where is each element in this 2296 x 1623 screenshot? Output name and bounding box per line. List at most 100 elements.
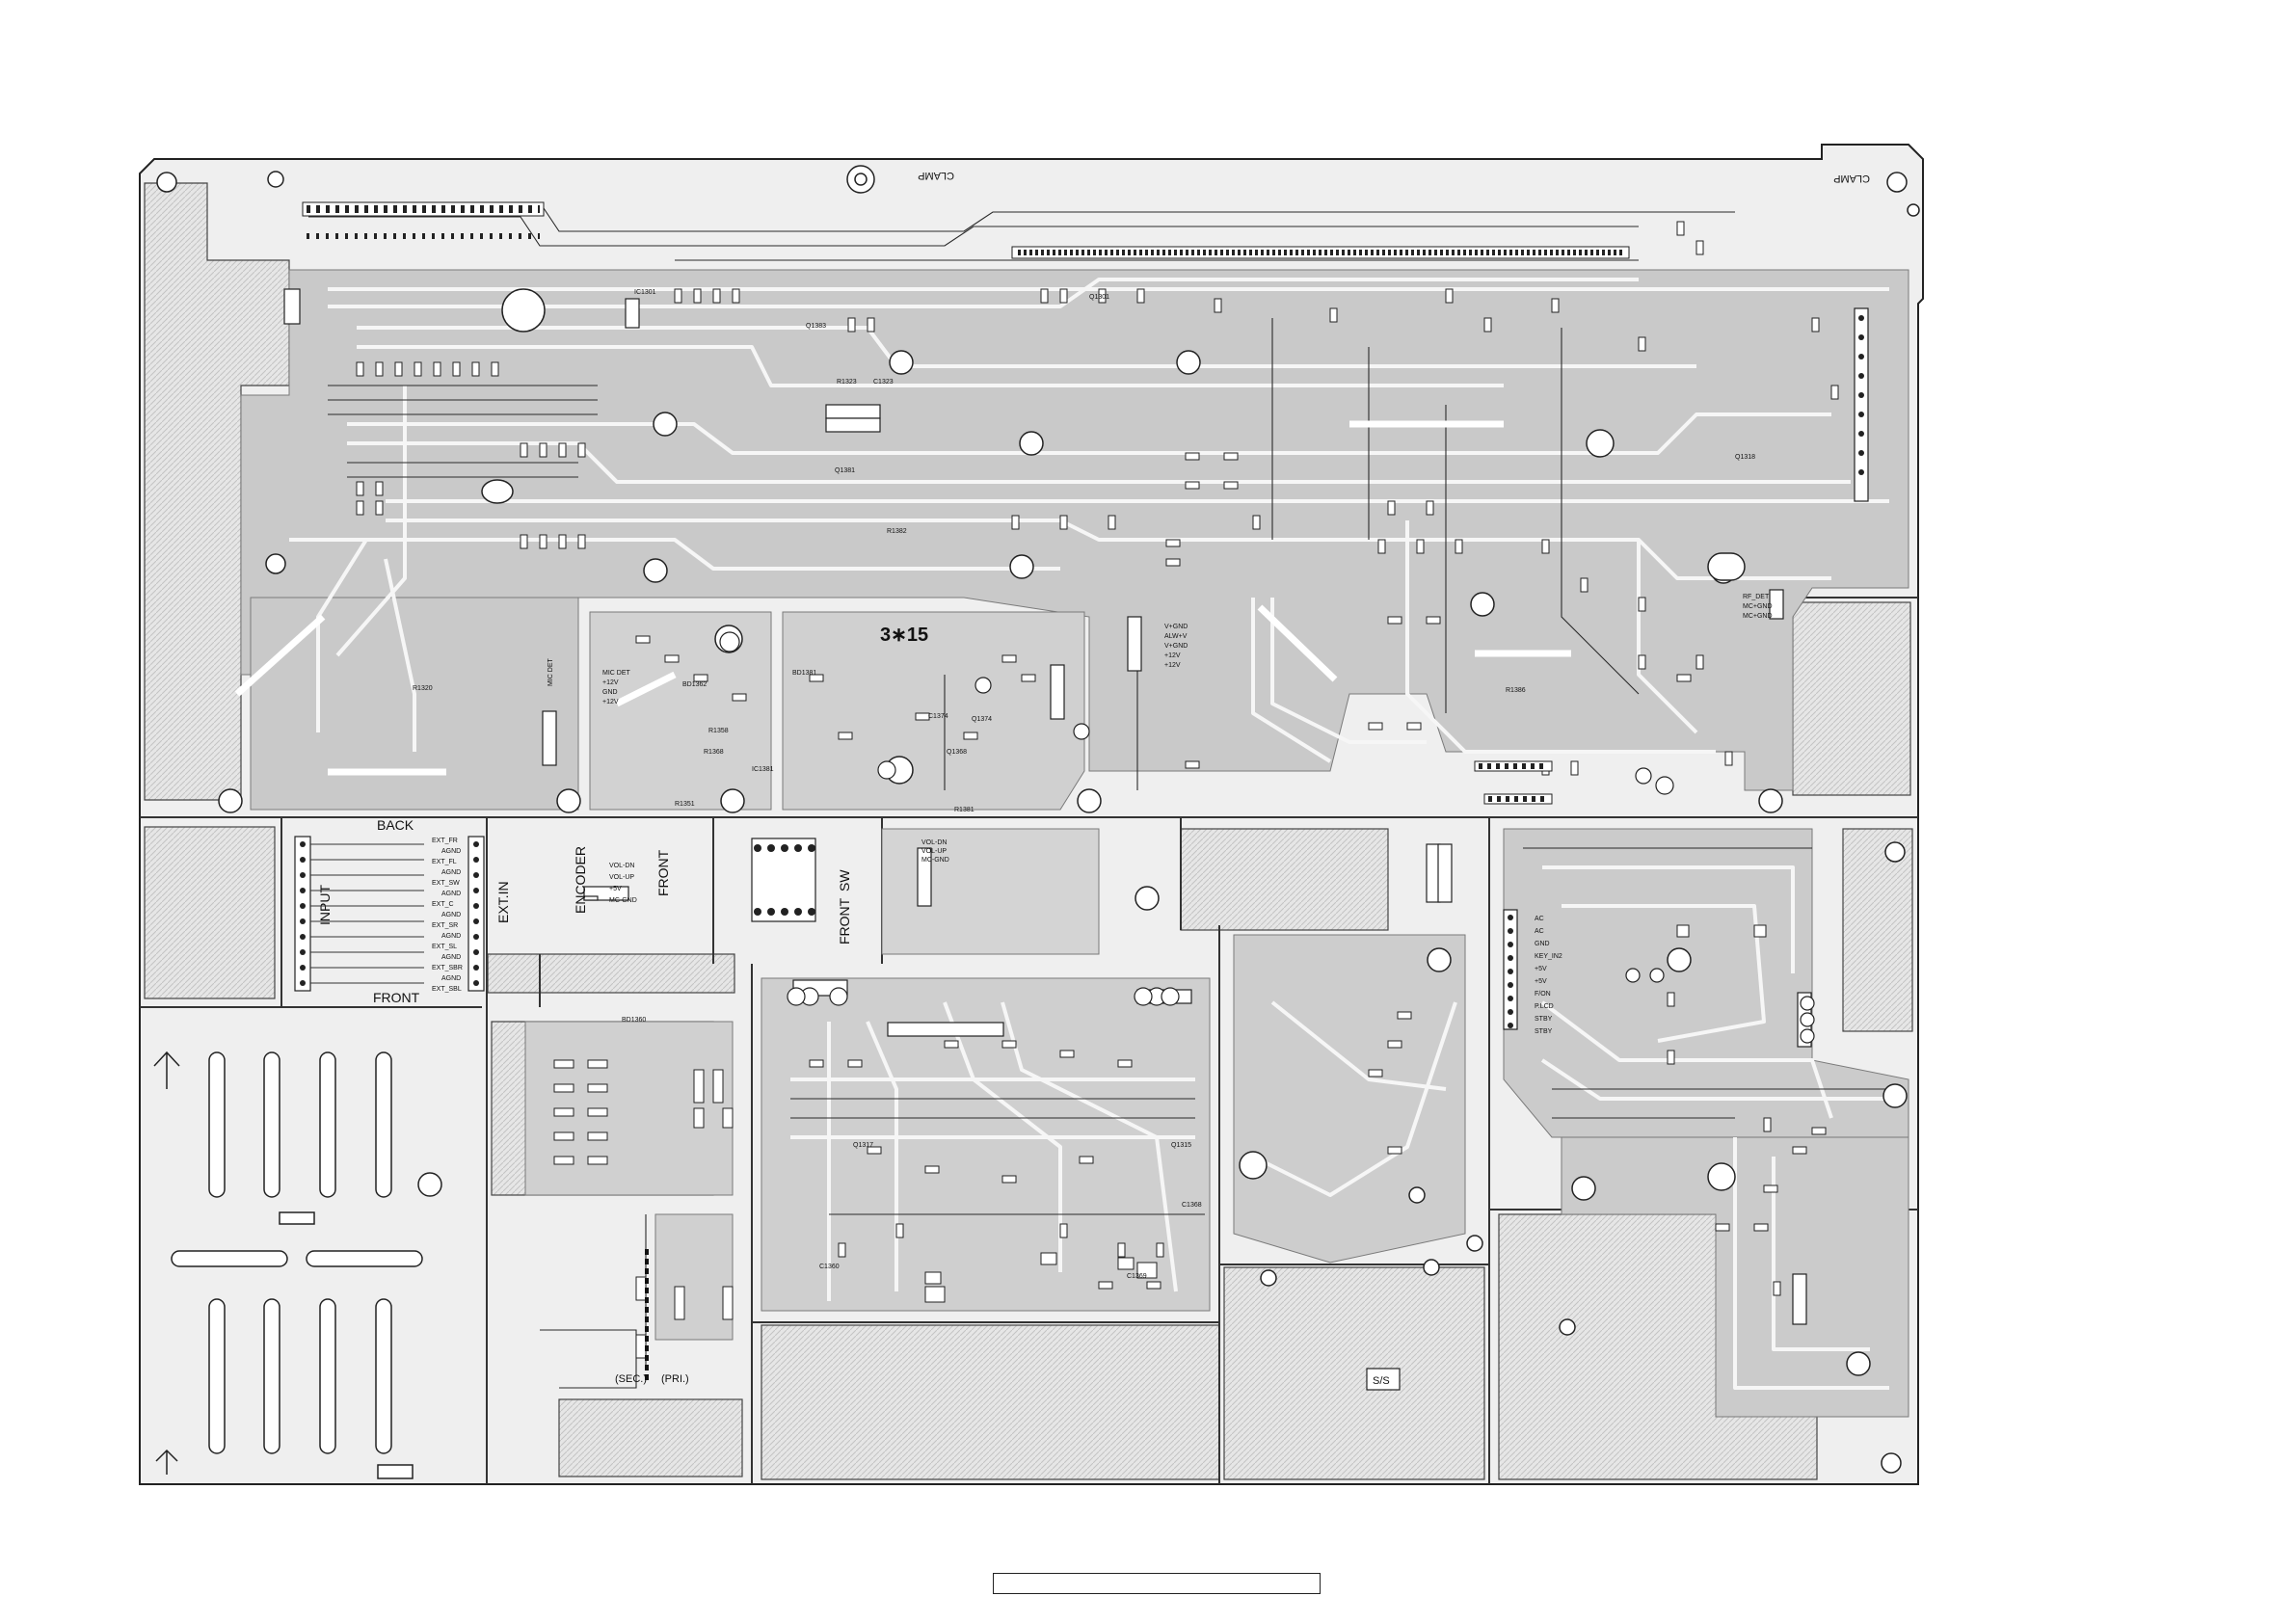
- ext-pin-13: EXT_SBR: [432, 965, 463, 971]
- ext-pin-5: EXT_SW: [432, 880, 460, 887]
- ref-17: Q1381: [835, 467, 855, 474]
- ref-4: R1382: [887, 528, 907, 535]
- ref-9: C1360: [819, 1264, 840, 1270]
- ref-18: Q1368: [947, 749, 967, 756]
- net-mid-1: MIC DET: [602, 670, 631, 677]
- ref-24: BD1362: [682, 681, 707, 688]
- pwr-pin-9: STBY: [1535, 1016, 1553, 1023]
- pwr-pin-3: GND: [1535, 941, 1550, 947]
- mounting-holes: [156, 165, 1920, 1474]
- net-right-1: RF_DET: [1743, 594, 1770, 600]
- vol-pin-1: VOL-DN: [921, 839, 947, 846]
- enc-pin-3: +5V: [609, 886, 622, 892]
- jack-wires: [310, 843, 424, 984]
- back-jack-label: BACK: [377, 817, 414, 833]
- ext-pin-8: AGND: [441, 912, 461, 918]
- ref-12: C1369: [1127, 1273, 1147, 1280]
- pin-holes: [300, 315, 1864, 1028]
- ref-7: R1358: [708, 728, 729, 734]
- pwr-pin-5: +5V: [1535, 966, 1547, 972]
- ext-pin-10: AGND: [441, 933, 461, 940]
- up-arrow: [153, 1051, 180, 1475]
- oval-cutouts: [481, 288, 1746, 581]
- net-top-3: V+GND: [1164, 643, 1188, 650]
- silk-strips: [234, 420, 1571, 776]
- ref-6: R1351: [675, 801, 695, 808]
- ref-25: BD1360: [622, 1017, 646, 1024]
- ref-13: IC1301: [634, 289, 656, 296]
- ext-in-label: EXT.IN: [495, 881, 511, 923]
- ref-11: C1374: [928, 713, 948, 720]
- pwr-pin-4: KEY_IN2: [1535, 953, 1562, 960]
- ref-1: R1320: [413, 685, 433, 692]
- ref-19: Q1318: [1735, 454, 1755, 461]
- clamp-label-right: CLAMP: [1833, 173, 1870, 184]
- ref-10: C1368: [1182, 1202, 1202, 1209]
- net-right-2: MC+GND: [1743, 603, 1773, 610]
- ext-pin-11: EXT_SL: [432, 944, 457, 950]
- caption-box: [993, 1573, 1321, 1594]
- pwr-pin-1: AC: [1535, 916, 1544, 922]
- ext-pin-1: EXT_FR: [432, 838, 458, 844]
- electrolytic-caps: [719, 631, 1815, 1044]
- pri-label: (PRI.): [661, 1373, 689, 1385]
- ext-pin-6: AGND: [441, 891, 461, 897]
- net-top-2: ALW+V: [1164, 633, 1188, 640]
- input-label: INPUT: [317, 885, 333, 925]
- ref-23: BD1381: [792, 670, 816, 677]
- enc-pin-2: VOL-UP: [609, 874, 634, 881]
- front-jack-label: FRONT: [373, 990, 420, 1005]
- net-top-1: V+GND: [1164, 624, 1188, 630]
- smd-components: [356, 221, 1839, 1359]
- pwr-pin-6: +5V: [1535, 978, 1547, 985]
- ext-pin-9: EXT_SR: [432, 922, 458, 929]
- pwr-pin-2: AC: [1535, 928, 1544, 935]
- ref-26: R1368: [704, 749, 724, 756]
- net-right-3: MC+GND: [1743, 613, 1773, 620]
- ref-8: C1323: [873, 379, 894, 386]
- net-mid-4: MIC DET: [547, 658, 554, 687]
- ref-2: R1386: [1506, 687, 1526, 694]
- ext-pin-3: EXT_FL: [432, 859, 457, 865]
- ref-20: Q1374: [972, 716, 992, 723]
- copper-pours: [240, 269, 1909, 1418]
- big-rating-label: 3∗15: [880, 625, 928, 646]
- ext-pin-12: AGND: [441, 954, 461, 961]
- vol-pin-3: MC-GND: [921, 857, 949, 864]
- ref-15: Q1301: [1089, 294, 1109, 301]
- ref-5: R1381: [954, 807, 974, 813]
- section-dividers: [140, 597, 1918, 1484]
- net-mid-5: +12V: [602, 699, 619, 705]
- ref-21: Q1317: [853, 1142, 873, 1149]
- ext-pin-15: EXT_SBL: [432, 986, 462, 993]
- ext-pin-2: AGND: [441, 848, 461, 855]
- net-mid-3: GND: [602, 689, 618, 696]
- net-mid-2: +12V: [602, 679, 619, 686]
- encoder-label: ENCODER: [573, 846, 588, 914]
- sec-label: (SEC.): [615, 1373, 647, 1385]
- enc-pin-1: VOL-DN: [609, 863, 634, 869]
- net-top-5: +12V: [1164, 662, 1181, 669]
- ext-pin-7: EXT_C: [432, 901, 454, 908]
- sw-label: SW: [837, 869, 852, 891]
- pwr-pin-7: F/ON: [1535, 991, 1551, 998]
- ext-pin-4: AGND: [441, 869, 461, 876]
- pin-header-top-left: [302, 201, 545, 239]
- pwr-pin-8: P.LCD: [1535, 1003, 1554, 1010]
- ext-pin-14: AGND: [441, 975, 461, 982]
- ribbon-connector-top: [1011, 246, 1630, 259]
- ref-16: Q1383: [806, 323, 826, 330]
- ref-22: Q1315: [1171, 1142, 1191, 1149]
- net-top-4: +12V: [1164, 652, 1181, 659]
- sw-front-label: FRONT: [837, 897, 852, 945]
- clamp-label-left: CLAMP: [918, 170, 954, 181]
- ss-label: S/S: [1373, 1375, 1390, 1387]
- encoder-front-label: FRONT: [655, 849, 671, 896]
- enc-pin-4: MC-GND: [609, 897, 637, 904]
- vol-pin-2: VOL-UP: [921, 848, 947, 855]
- heatsink-slots: [171, 1051, 423, 1479]
- ref-3: R1323: [837, 379, 857, 386]
- pwr-pin-10: STBY: [1535, 1028, 1553, 1035]
- silkscreen-labels: 3∗15 CLAMP CLAMP BACK FRONT INPUT EXT.IN…: [317, 170, 1870, 1391]
